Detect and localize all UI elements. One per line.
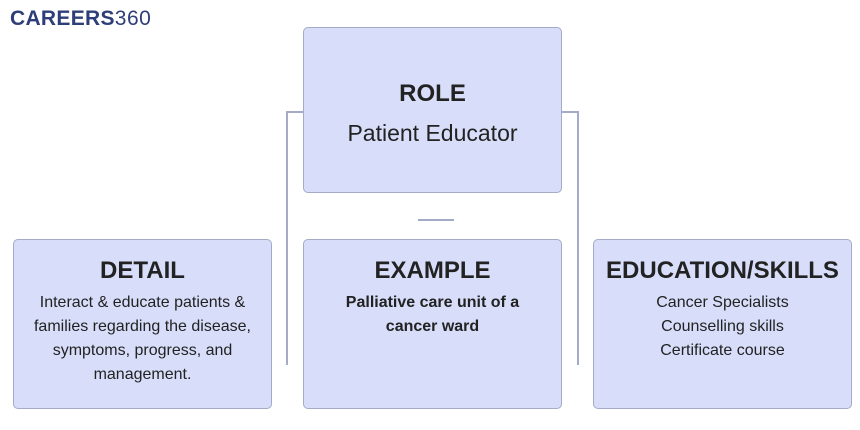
detail-heading: DETAIL — [100, 257, 185, 284]
education-skills-item: Cancer Specialists — [656, 294, 789, 311]
role-box: ROLE Patient Educator — [303, 27, 562, 193]
role-value: Patient Educator — [347, 120, 518, 146]
education-skills-box: EDUCATION/SKILLS Cancer Specialists Coun… — [593, 239, 852, 409]
role-heading: ROLE — [399, 80, 466, 107]
example-box: EXAMPLE Palliative care unit of a cancer… — [303, 239, 562, 409]
education-skills-item: Counselling skills — [661, 318, 784, 335]
connector-center — [418, 219, 454, 221]
education-skills-item: Certificate course — [660, 342, 785, 359]
detail-box: DETAIL Interact & educate patients & fam… — [13, 239, 272, 409]
logo-brand-text: CAREERS — [10, 7, 115, 30]
connector-right-vertical — [577, 111, 579, 365]
detail-text: Interact & educate patients & families r… — [33, 294, 251, 383]
careers360-logo: CAREERS360 — [10, 6, 151, 32]
example-heading: EXAMPLE — [374, 257, 491, 284]
connector-left-vertical — [286, 111, 288, 365]
connector-right-horizontal — [561, 111, 579, 113]
example-text: Palliative care unit of a cancer ward — [345, 294, 520, 335]
education-skills-list: Cancer Specialists Counselling skills Ce… — [594, 291, 851, 363]
logo-number-text: 360 — [114, 7, 152, 30]
connector-left-horizontal — [286, 111, 304, 113]
education-skills-heading: EDUCATION/SKILLS — [606, 257, 839, 284]
